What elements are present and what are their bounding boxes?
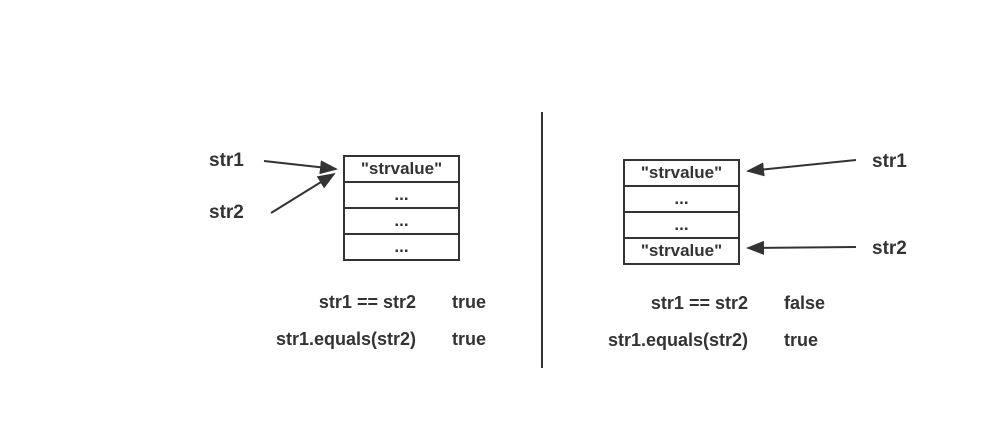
right-str1-arrow xyxy=(746,159,857,177)
comparison-result: true xyxy=(784,330,819,350)
comparison-result: true xyxy=(452,292,487,312)
memory-cell-ellipsis: ... xyxy=(343,207,460,235)
memory-cell-ellipsis: ... xyxy=(623,211,740,239)
panel-divider xyxy=(541,112,543,368)
comparison-expression: str1 == str2 xyxy=(318,292,416,312)
right-str2-label: str2 xyxy=(872,238,907,259)
comparison-expression: str1.equals(str2) xyxy=(607,330,748,350)
left-str1-arrow xyxy=(263,160,338,175)
left-comparisons: str1 == str2 true str1.equals(str2) true xyxy=(238,291,486,350)
comparison-result: true xyxy=(452,329,487,349)
memory-cell-strvalue: "strvalue" xyxy=(623,237,740,265)
memory-cell-ellipsis: ... xyxy=(343,233,460,261)
comparison-expression: str1 == str2 xyxy=(650,293,748,313)
right-str2-arrow xyxy=(746,240,857,255)
memory-cell-ellipsis: ... xyxy=(623,185,740,213)
right-comparisons: str1 == str2 false str1.equals(str2) tru… xyxy=(570,292,825,351)
left-str1-label: str1 xyxy=(209,150,244,171)
left-memory-box: "strvalue" ... ... ... xyxy=(343,155,460,261)
memory-cell-strvalue: "strvalue" xyxy=(623,159,740,187)
right-memory-box: "strvalue" ... ... "strvalue" xyxy=(623,159,740,265)
left-str2-label: str2 xyxy=(209,202,244,223)
right-str1-label: str1 xyxy=(872,151,907,172)
memory-cell-ellipsis: ... xyxy=(343,181,460,209)
left-str2-arrow xyxy=(270,172,336,214)
comparison-result: false xyxy=(784,293,826,313)
memory-cell-strvalue: "strvalue" xyxy=(343,155,460,183)
comparison-expression: str1.equals(str2) xyxy=(275,329,416,349)
